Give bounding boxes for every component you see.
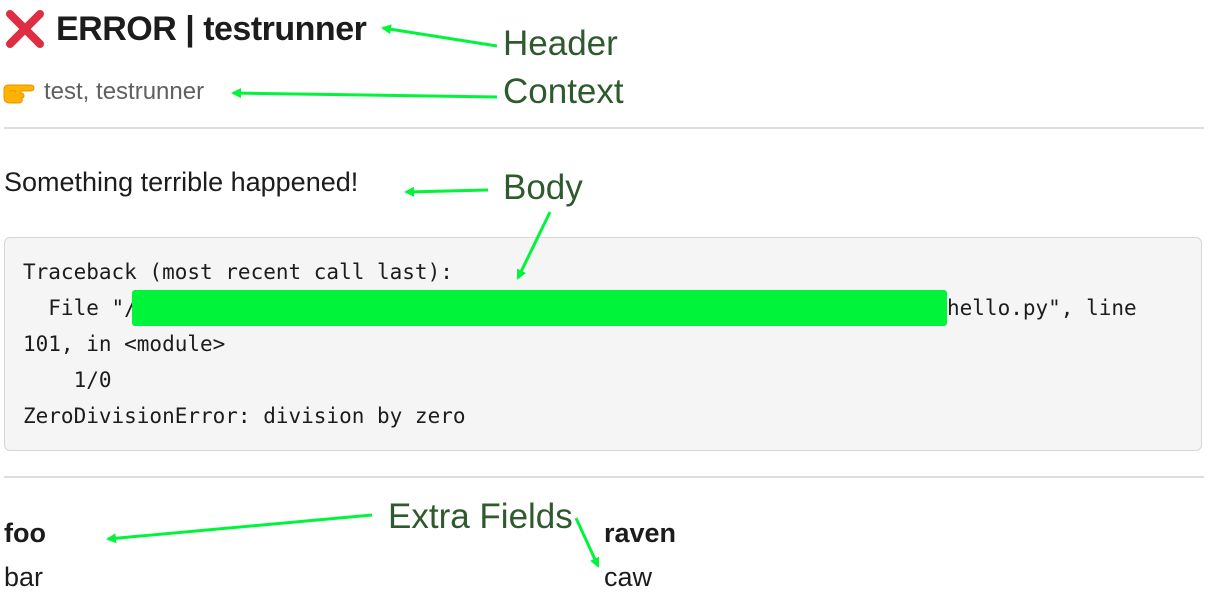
divider <box>4 476 1204 478</box>
redaction-bar <box>132 290 947 326</box>
body-text: Something terrible happened! <box>4 167 359 197</box>
traceback-line: 101, in <module> <box>23 332 226 356</box>
traceback-code-block: Traceback (most recent call last): File … <box>4 237 1202 451</box>
field-title-raven: raven <box>604 518 677 548</box>
body-annotation-arrow <box>404 186 489 197</box>
traceback-line-suffix: hello.py", line <box>947 296 1137 320</box>
traceback-line: ZeroDivisionError: division by zero <box>23 404 466 428</box>
message-context: test, testrunner <box>2 76 204 108</box>
annotation-label-body: Body <box>503 168 583 207</box>
field-value-raven: caw <box>604 562 653 592</box>
traceback-line: File "/ <box>23 295 137 321</box>
header-title: ERROR | testrunner <box>56 9 367 48</box>
cross-mark-icon <box>6 10 44 48</box>
traceback-line: Traceback (most recent call last): <box>23 260 453 284</box>
extra-fields-annotation-arrow-2 <box>574 517 600 568</box>
annotation-label-context: Context <box>503 72 624 111</box>
extra-fields-annotation-arrow <box>106 513 373 544</box>
context-text: test, testrunner <box>44 78 205 105</box>
context-annotation-arrow <box>231 88 498 99</box>
annotation-label-header: Header <box>503 24 618 63</box>
field-value-foo: bar <box>4 562 44 592</box>
traceback-line: 1/0 <box>23 368 112 392</box>
message-header: ERROR | testrunner <box>4 6 367 52</box>
divider <box>4 127 1204 129</box>
header-annotation-arrow <box>381 24 498 48</box>
field-title-foo: foo <box>4 518 46 548</box>
pointing-hand-icon <box>3 84 35 104</box>
annotation-label-extra-fields: Extra Fields <box>388 497 573 536</box>
traceback-line-prefix: File "/ <box>23 296 137 320</box>
